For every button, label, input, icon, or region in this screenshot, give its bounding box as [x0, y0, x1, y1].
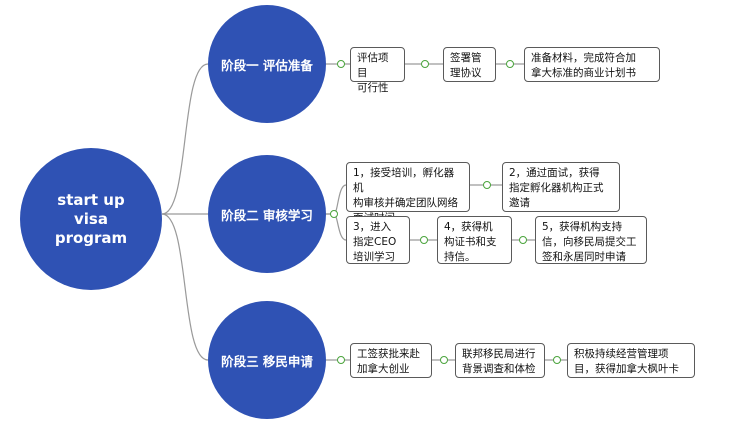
step-box[interactable]: 工签获批来赴 加拿大创业 [350, 343, 432, 378]
stage2-node[interactable]: 阶段二 审核学习 [208, 155, 326, 273]
collapse-toggle-s2-step1[interactable] [483, 181, 491, 189]
step-box[interactable]: 1，接受培训，孵化器机 构审核并确定团队网络 面试时间。 [346, 162, 470, 224]
connector-s2-bottom [326, 213, 347, 241]
collapse-toggle-s3-step1[interactable] [440, 356, 448, 364]
connector-root-stage1 [161, 63, 209, 215]
collapse-toggle-s2-step3[interactable] [420, 236, 428, 244]
step-box[interactable]: 准备材料，完成符合加 拿大标准的商业计划书 [524, 47, 660, 82]
step-box[interactable]: 2，通过面试，获得 指定孵化器机构正式 邀请 [502, 162, 620, 212]
collapse-toggle-s1-step2[interactable] [506, 60, 514, 68]
stage1-node[interactable]: 阶段一 评估准备 [208, 5, 326, 123]
stage3-node[interactable]: 阶段三 移民申请 [208, 301, 326, 419]
step-box[interactable]: 4，获得机 构证书和支 持信。 [437, 216, 512, 264]
collapse-toggle-stage1[interactable] [337, 60, 345, 68]
connector-root-stage3 [161, 213, 209, 361]
root-node[interactable]: start up visa program [20, 148, 162, 290]
collapse-toggle-s3-step2[interactable] [553, 356, 561, 364]
step-box[interactable]: 评估项目 可行性 [350, 47, 405, 94]
step-box[interactable]: 签署管 理协议 [443, 47, 496, 82]
collapse-toggle-stage2[interactable] [330, 210, 338, 218]
collapse-toggle-stage3[interactable] [337, 356, 345, 364]
collapse-toggle-s2-step4[interactable] [519, 236, 527, 244]
step-box[interactable]: 积极持续经营管理项 目，获得加拿大枫叶卡 [567, 343, 695, 378]
collapse-toggle-s1-step1[interactable] [421, 60, 429, 68]
step-box[interactable]: 3，进入 指定CEO 培训学习 [346, 216, 410, 264]
step-box[interactable]: 5，获得机构支持 信，向移民局提交工 签和永居同时申请 [535, 216, 647, 264]
step-box[interactable]: 联邦移民局进行 背景调查和体检 [455, 343, 545, 378]
